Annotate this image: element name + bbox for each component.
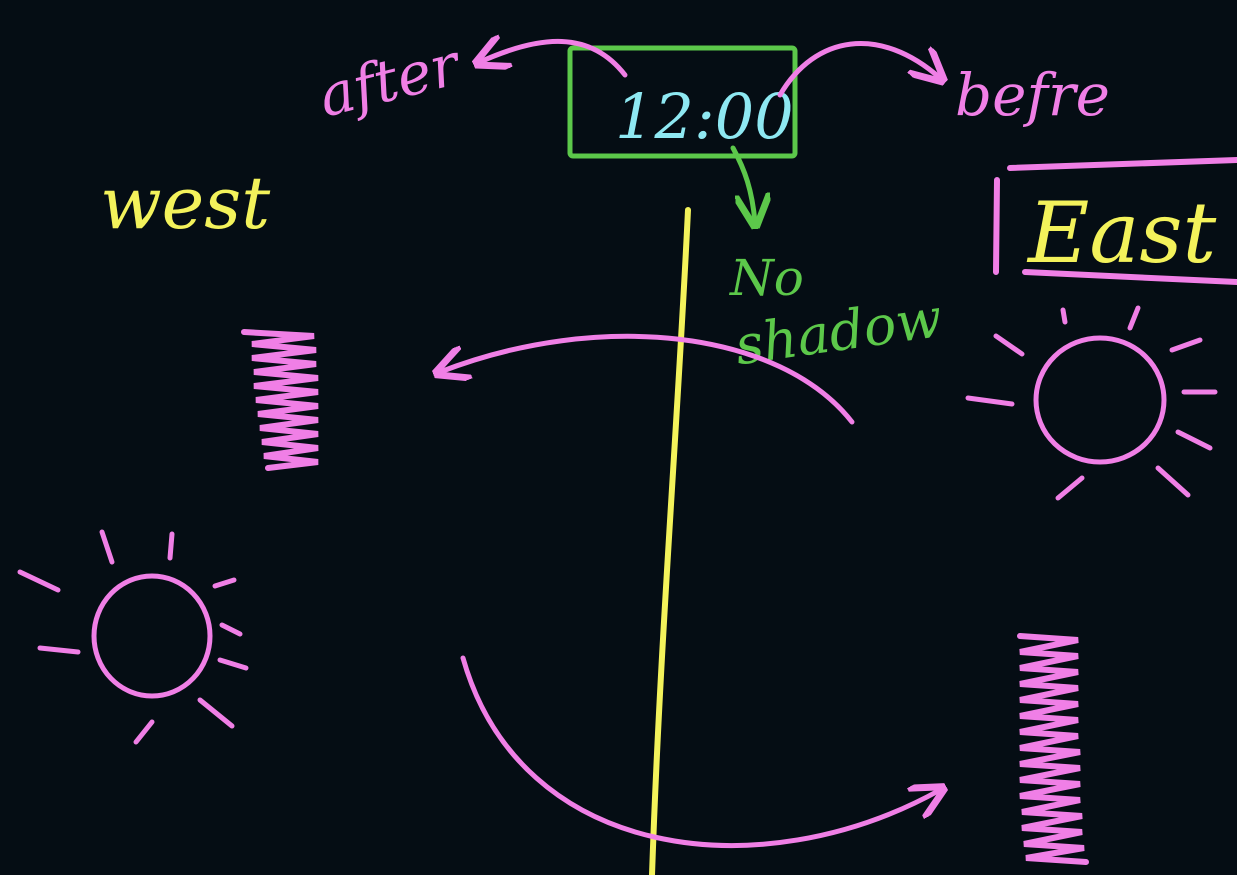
- time-label: 12:00: [615, 80, 794, 153]
- after-arrow: [480, 41, 628, 78]
- after-label: after: [312, 29, 469, 130]
- east-label: East: [1026, 184, 1217, 282]
- sun-icon: [17, 529, 249, 745]
- shadow-icon: [241, 329, 319, 471]
- pole-line: [649, 207, 691, 875]
- before-arrow: [777, 41, 940, 98]
- sun-icon: [965, 305, 1218, 501]
- no-shadow-arrow: [730, 145, 755, 222]
- sun-path-arrow-lower: [460, 655, 940, 848]
- no-shadow-label-line1: No: [729, 249, 804, 307]
- west-label: west: [100, 161, 271, 245]
- before-label: befre: [955, 61, 1110, 129]
- shadow-icon: [1017, 633, 1089, 865]
- time-box: [567, 45, 798, 159]
- sun-path-arrow-upper: [440, 333, 855, 425]
- east-box: [993, 157, 1237, 285]
